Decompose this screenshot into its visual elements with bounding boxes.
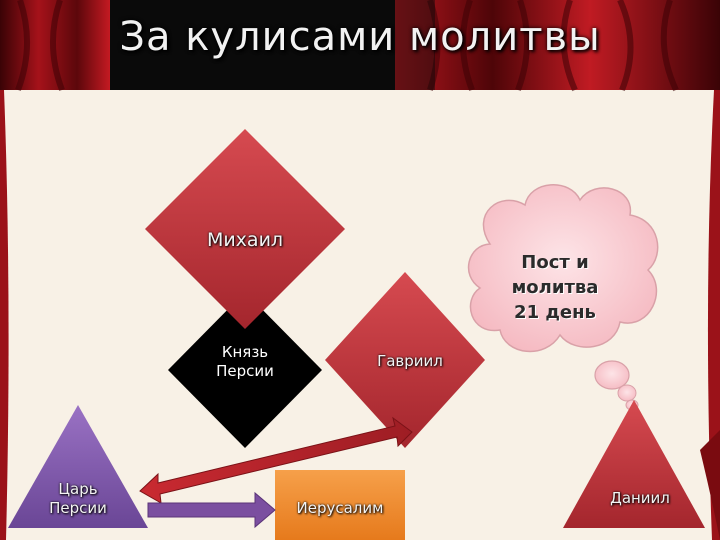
- king-label-line1: Царь: [58, 480, 98, 498]
- prince-of-persia-diamond: [168, 292, 322, 448]
- michael-label: Михаил: [206, 229, 284, 251]
- prayer-label-line1: Пост и: [521, 252, 589, 273]
- prayer-cloud-bubble: [467, 184, 659, 411]
- king-of-persia-label: Царь Персии: [28, 480, 128, 518]
- king-label-line2: Персии: [49, 498, 107, 517]
- jerusalem-box: [275, 470, 405, 540]
- prince-label-line1: Князь: [221, 343, 269, 361]
- michael-diamond: [145, 129, 345, 329]
- purple-arrow: [147, 491, 276, 529]
- page-title: За кулисами молитвы: [119, 14, 601, 60]
- gabriel-diamond: [325, 272, 485, 448]
- side-curtains: [0, 90, 720, 540]
- jerusalem-label: Иерусалим: [296, 499, 384, 517]
- daniel-label: Даниил: [610, 489, 670, 507]
- prince-of-persia-label: Князь Персии: [185, 343, 305, 381]
- king-of-persia-triangle: [8, 405, 148, 528]
- red-double-arrow: [139, 416, 413, 504]
- header-bar: [0, 0, 720, 92]
- prayer-label-line2: молитва: [511, 277, 599, 299]
- prayer-label-line3: 21 день: [514, 302, 596, 324]
- prayer-fasting-label: Пост и молитва 21 день: [500, 250, 610, 326]
- prince-label-line2: Персии: [216, 361, 274, 380]
- gabriel-label: Гавриил: [377, 352, 443, 370]
- daniel-triangle: [563, 400, 705, 528]
